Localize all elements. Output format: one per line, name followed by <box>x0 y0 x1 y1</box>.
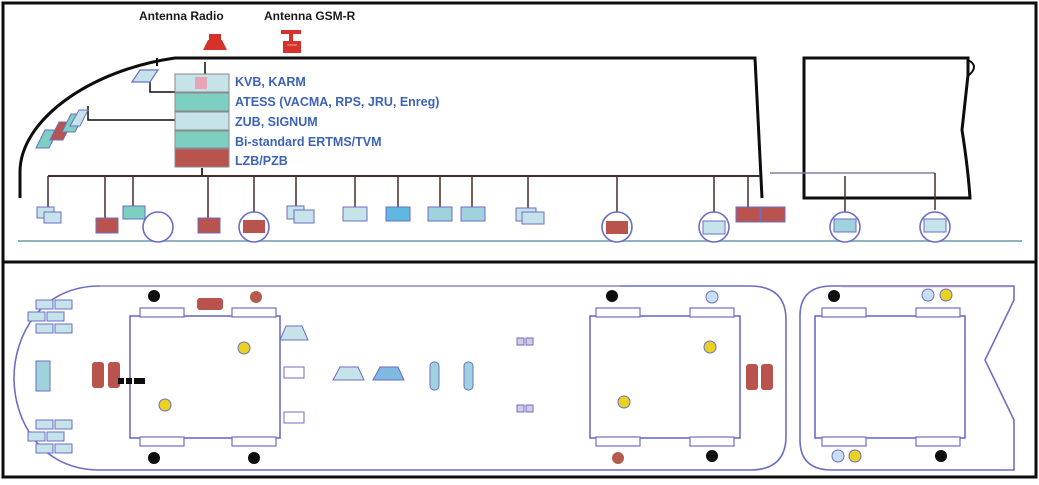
wheel-hubs <box>148 290 947 464</box>
bogie-front <box>129 307 281 447</box>
equipment-rack <box>174 73 230 168</box>
locomotive-body-outline <box>18 56 764 199</box>
bogie-coach <box>814 307 966 447</box>
antenna-radio-icon <box>203 34 227 50</box>
mid-body-equipment <box>279 325 534 424</box>
cab-antenna-unit-icon <box>130 69 160 83</box>
system-label-atess: ATESS (VACMA, RPS, JRU, Enreg) <box>235 95 439 109</box>
cab-display-panels <box>35 109 89 149</box>
system-label-ertms: Bi-standard ERTMS/TVM <box>235 135 382 149</box>
antenna-gsmr-label: Antenna GSM-R <box>264 9 356 23</box>
system-label-zub: ZUB, SIGNUM <box>235 115 318 129</box>
antenna-gsmr-icon <box>281 30 301 53</box>
bogie-rear <box>589 307 741 447</box>
wheel-sensors <box>243 218 947 235</box>
plan-red-unit <box>197 298 223 310</box>
sensor-dots <box>158 288 953 464</box>
coach-plan-outline <box>799 285 1015 471</box>
locomotive-plan-outline <box>13 285 787 471</box>
cab-cabinets <box>27 299 73 454</box>
system-label-lzb: LZB/PZB <box>235 154 288 168</box>
underfloor-equipment <box>36 205 786 234</box>
system-label-kvb: KVB, KARM <box>235 75 306 89</box>
coach-body-outline <box>802 56 972 200</box>
cab-red-units <box>92 362 145 388</box>
antenna-radio-label: Antenna Radio <box>139 9 224 23</box>
rear-red-units <box>746 364 773 390</box>
